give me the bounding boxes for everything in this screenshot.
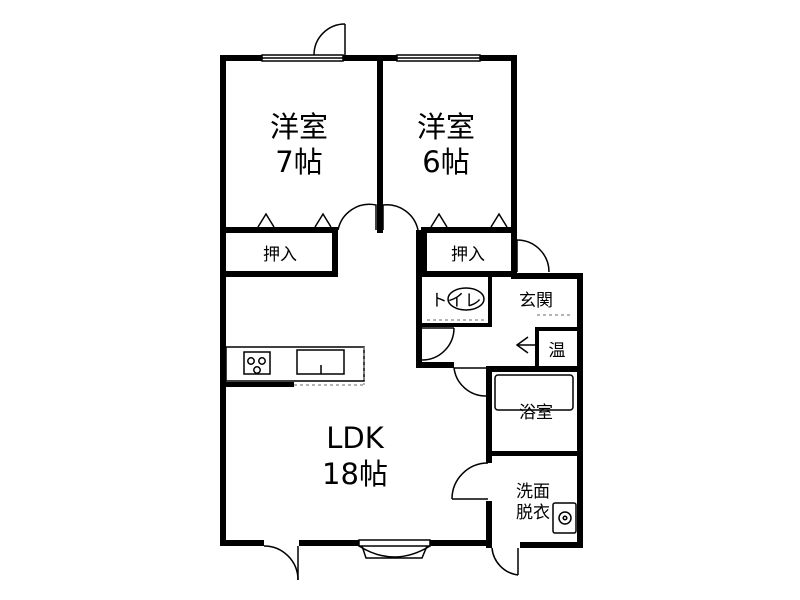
western-room-2-size: 6帖 — [422, 145, 469, 179]
closet-1-label: 押入 — [263, 245, 297, 265]
washroom-label-line2: 脱衣 — [516, 503, 550, 523]
walls — [220, 55, 583, 548]
doors — [263, 23, 550, 581]
toilet-bowl — [447, 287, 485, 311]
water-heater-label: 温 — [549, 341, 566, 361]
windows — [261, 54, 481, 559]
bathroom-label: 浴室 — [519, 403, 553, 423]
ldk-name: LDK — [326, 421, 384, 455]
western-room-2-name: 洋室 — [417, 110, 475, 144]
ldk-size: 18帖 — [322, 457, 388, 491]
toilet-label: トイレ — [431, 291, 482, 311]
washroom-label-line1: 洗面 — [516, 482, 550, 502]
labels: 洋室 7帖 洋室 6帖 押入 押入 トイレ 玄関 温 浴室 LDK 18帖 洗面… — [263, 110, 566, 523]
closet-2-label: 押入 — [451, 245, 485, 265]
bathtub — [494, 374, 574, 411]
kitchen-counter — [225, 346, 365, 382]
fixtures — [225, 212, 577, 534]
western-room-1-size: 7帖 — [275, 145, 322, 179]
wash-basin — [552, 502, 577, 534]
stove — [243, 351, 271, 375]
entrance-label: 玄関 — [519, 291, 553, 311]
western-room-1-name: 洋室 — [270, 110, 328, 144]
